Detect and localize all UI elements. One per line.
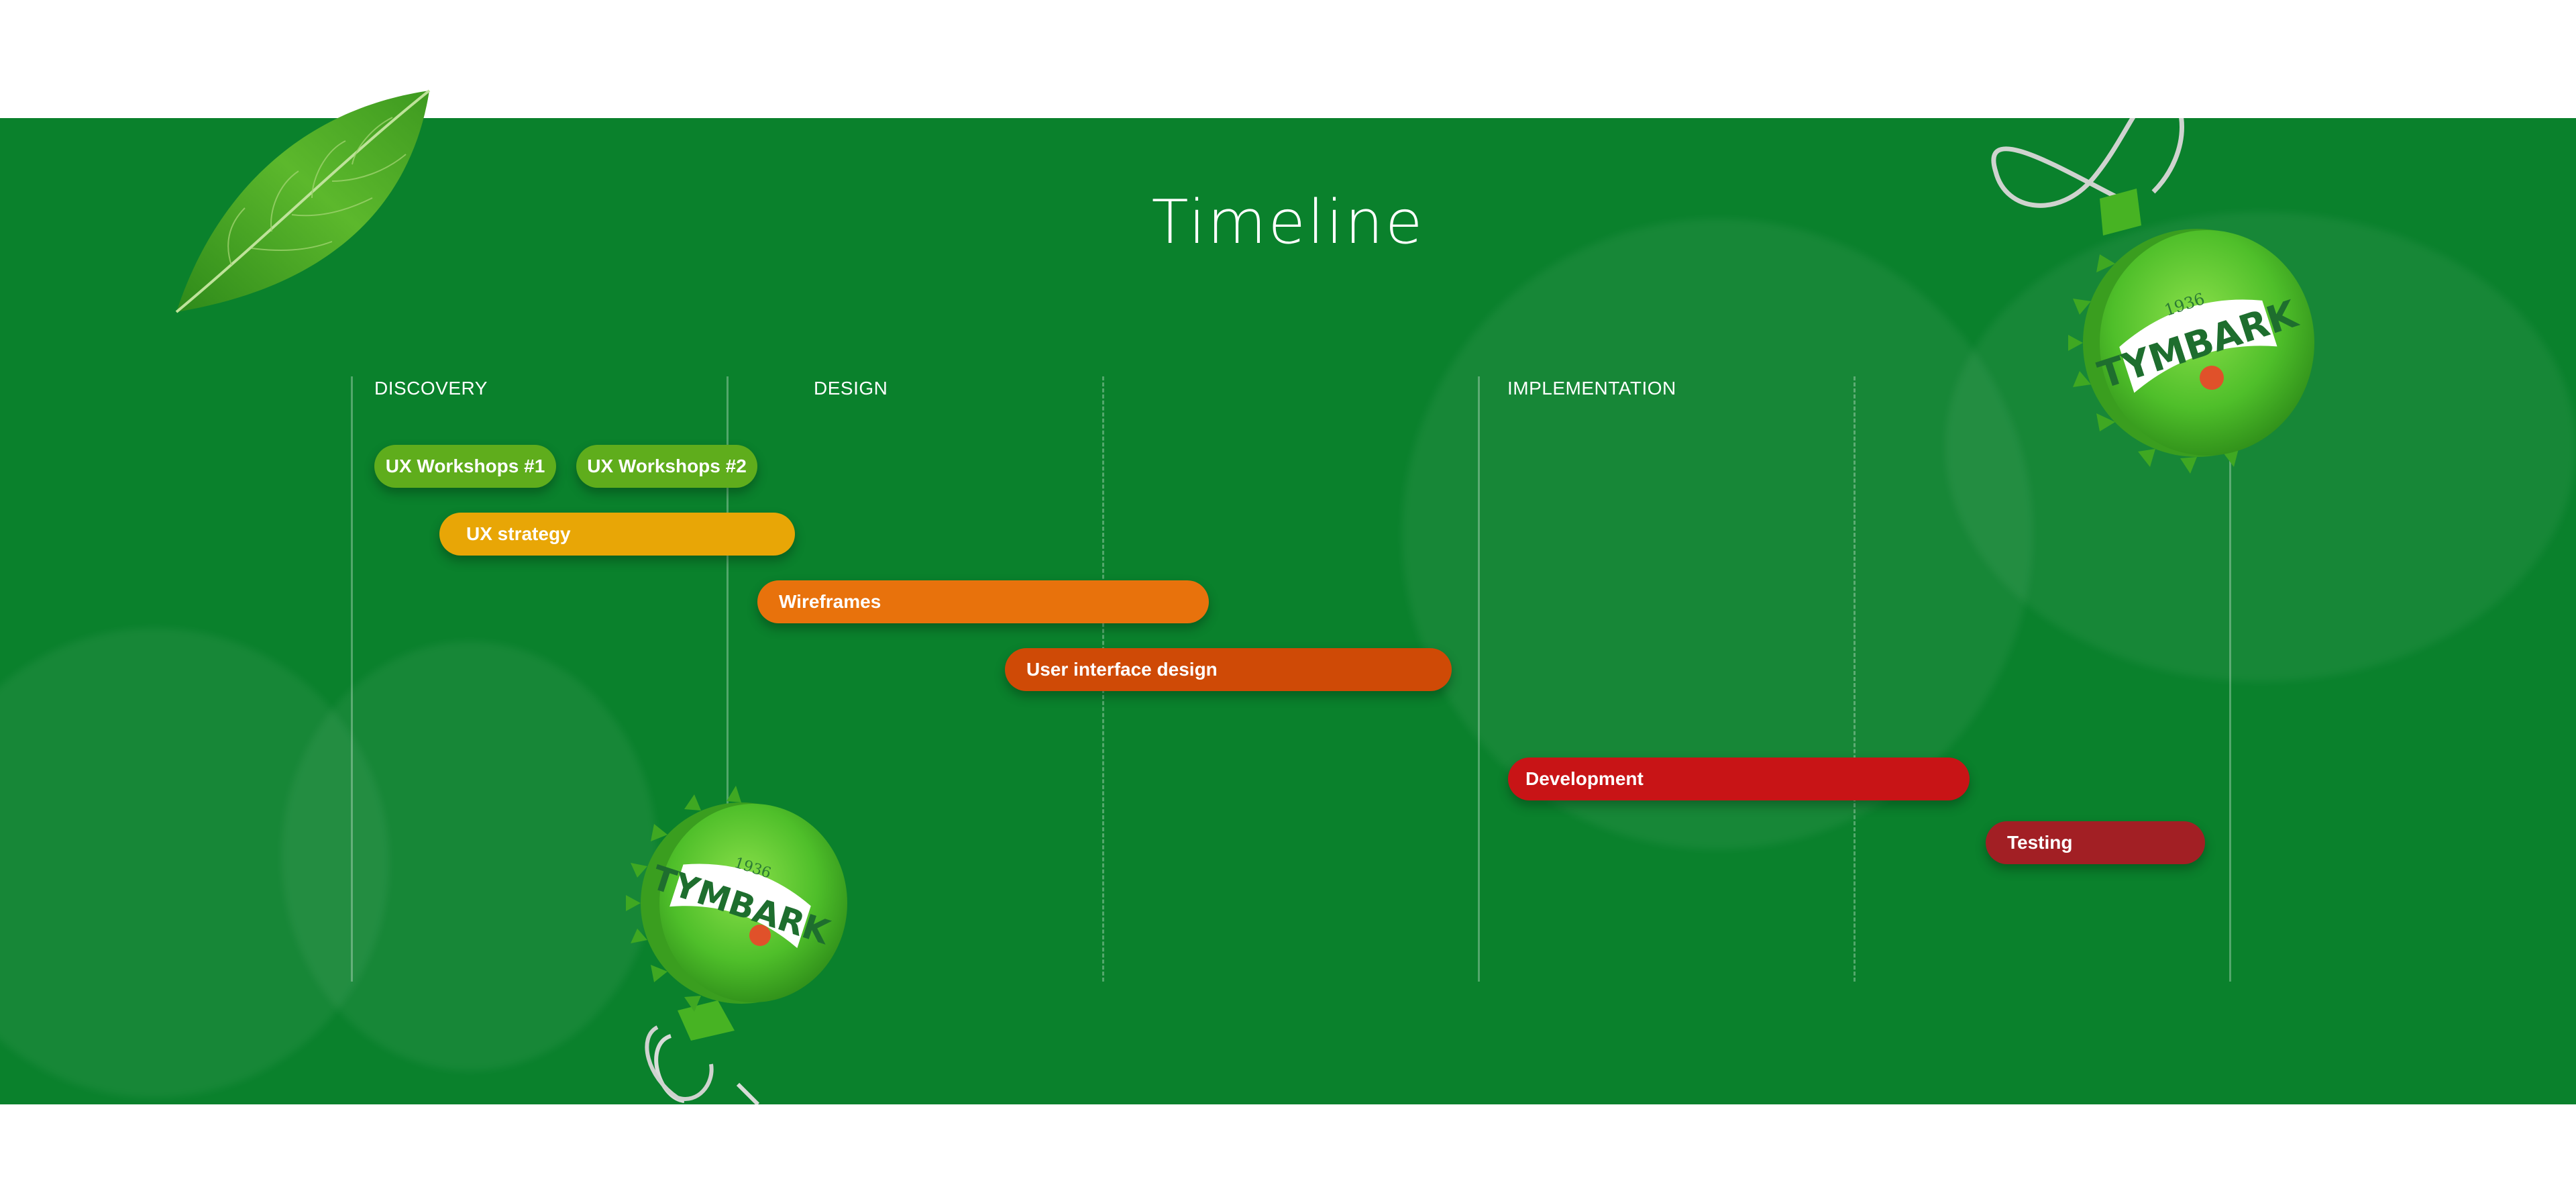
phase-divider — [1478, 376, 1480, 982]
phase-divider — [351, 376, 353, 982]
task-bar-development: Development — [1508, 758, 1970, 800]
task-bar-ux-workshops-2: UX Workshops #2 — [576, 445, 757, 488]
task-bar-testing: Testing — [1986, 821, 2205, 864]
phase-divider-dashed — [1854, 376, 1856, 982]
task-bar-ux-strategy: UX strategy — [439, 513, 795, 556]
phase-divider — [727, 376, 729, 982]
phase-divider — [2229, 376, 2231, 982]
bottle-cap-icon: TYMBARK 1936 — [1991, 118, 2314, 474]
task-bar-ux-workshops-1: UX Workshops #1 — [374, 445, 556, 488]
background-blob — [0, 628, 389, 1098]
task-bar-user-interface-design: User interface design — [1005, 648, 1452, 691]
timeline-section: Timeline DISCOVERY DESIGN IMPLEMENTATION… — [0, 118, 2576, 1104]
background-blob — [1402, 219, 2033, 849]
leaf-icon — [175, 89, 431, 313]
phase-label-design: DESIGN — [814, 378, 888, 399]
phase-label-discovery: DISCOVERY — [374, 378, 488, 399]
bottle-cap-icon: TYMBARK 1936 — [626, 786, 847, 1104]
background-blob — [282, 641, 657, 1071]
phase-label-implementation: IMPLEMENTATION — [1507, 378, 1676, 399]
task-bar-wireframes: Wireframes — [757, 580, 1209, 623]
page-title: Timeline — [1151, 187, 1425, 258]
